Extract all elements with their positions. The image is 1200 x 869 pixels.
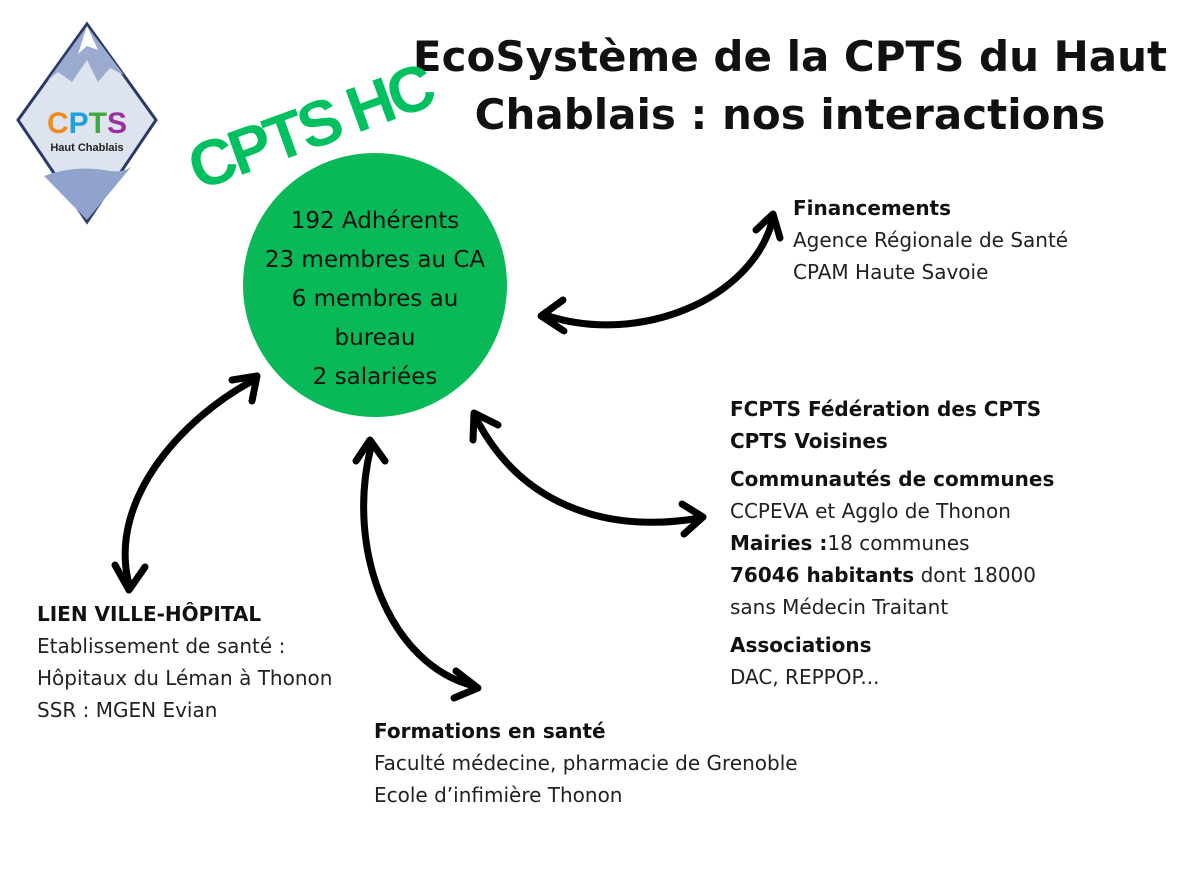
habitants-label: 76046 habitants	[730, 563, 915, 587]
arrow-hopital	[121, 377, 256, 584]
arrowhead-federation-hub	[469, 409, 502, 444]
logo-mountain-icon	[48, 26, 124, 82]
formations-line: Faculté médecine, pharmacie de Grenoble	[374, 751, 798, 775]
hub-line-adherents: 192 Adhérents	[290, 208, 460, 234]
hub-text: 192 Adhérents 23 membres au CA 6 membres…	[243, 202, 507, 397]
arrowhead-formations-hub	[352, 436, 389, 465]
title-line-2: Chablais : nos interactions	[474, 90, 1106, 139]
habitants-value: dont 18000	[914, 563, 1037, 587]
logo-letter-s: S	[107, 107, 127, 140]
arrowhead-formations-end	[450, 667, 482, 702]
habitants-line: 76046 habitants dont 18000	[730, 559, 1054, 591]
mairies-label: Mairies :	[730, 531, 828, 555]
arrow-federation	[474, 418, 704, 526]
logo-subtitle: Haut Chablais	[50, 142, 123, 154]
associations-heading: Associations	[730, 633, 872, 657]
hub-line-salariees: 2 salariées	[312, 364, 438, 390]
hub-line-bureau-2: bureau	[334, 325, 416, 351]
arrowhead-financements-hub	[537, 296, 568, 335]
logo-lake-icon	[44, 166, 132, 220]
logo-snowcap-icon	[78, 26, 98, 54]
logo-letter-c: C	[47, 107, 69, 140]
arrow-formations	[360, 443, 478, 690]
federation-heading: FCPTS Fédération des CPTS	[730, 397, 1042, 421]
arrowhead-hopital-end	[111, 561, 149, 594]
hub-line-ca: 23 membres au CA	[264, 247, 486, 273]
associations-line: DAC, REPPOP...	[730, 665, 880, 689]
communautes-line: CCPEVA et Agglo de Thonon	[730, 499, 1011, 523]
hub-circle	[243, 153, 507, 417]
mairies-value: 18 communes	[827, 531, 970, 555]
hopital-line: SSR : MGEN Evian	[37, 698, 218, 722]
formations-line: Ecole d’infimière Thonon	[374, 783, 623, 807]
federation-block: FCPTS Fédération des CPTS CPTS Voisines …	[730, 393, 1054, 693]
arrowhead-hopital-hub	[228, 372, 261, 405]
formations-block: Formations en santé Faculté médecine, ph…	[374, 715, 798, 811]
arrow-financements	[544, 218, 776, 329]
arrowhead-federation-end	[678, 500, 707, 538]
hopital-heading: LIEN VILLE-HÔPITAL	[37, 602, 262, 626]
formations-heading: Formations en santé	[374, 719, 606, 743]
communautes-heading: Communautés de communes	[730, 467, 1055, 491]
logo-wordmark: CPTS	[47, 107, 127, 140]
financements-block: Financements Agence Régionale de Santé C…	[793, 192, 1068, 288]
financements-line: Agence Régionale de Santé	[793, 228, 1069, 252]
financements-heading: Financements	[793, 196, 952, 220]
habitants-line-2: sans Médecin Traitant	[730, 595, 949, 619]
title-line-1: EcoSystème de la CPTS du Haut	[412, 32, 1168, 81]
cpts-voisines-heading: CPTS Voisines	[730, 429, 888, 453]
mairies-line: Mairies :18 communes	[730, 527, 1054, 559]
logo-letter-t: T	[89, 107, 107, 140]
hopital-line: Hôpitaux du Léman à Thonon	[37, 666, 333, 690]
logo-letter-p: P	[69, 107, 89, 140]
hopital-block: LIEN VILLE-HÔPITAL Etablissement de sant…	[37, 598, 332, 726]
hopital-line: Etablissement de santé :	[37, 634, 286, 658]
financements-line: CPAM Haute Savoie	[793, 260, 989, 284]
page-title: EcoSystème de la CPTS du Haut Chablais :…	[390, 28, 1190, 144]
hub-line-bureau-1: 6 membres au	[291, 286, 459, 312]
arrowhead-financements-end	[752, 210, 784, 242]
cpts-logo: CPTS Haut Chablais	[16, 21, 158, 225]
